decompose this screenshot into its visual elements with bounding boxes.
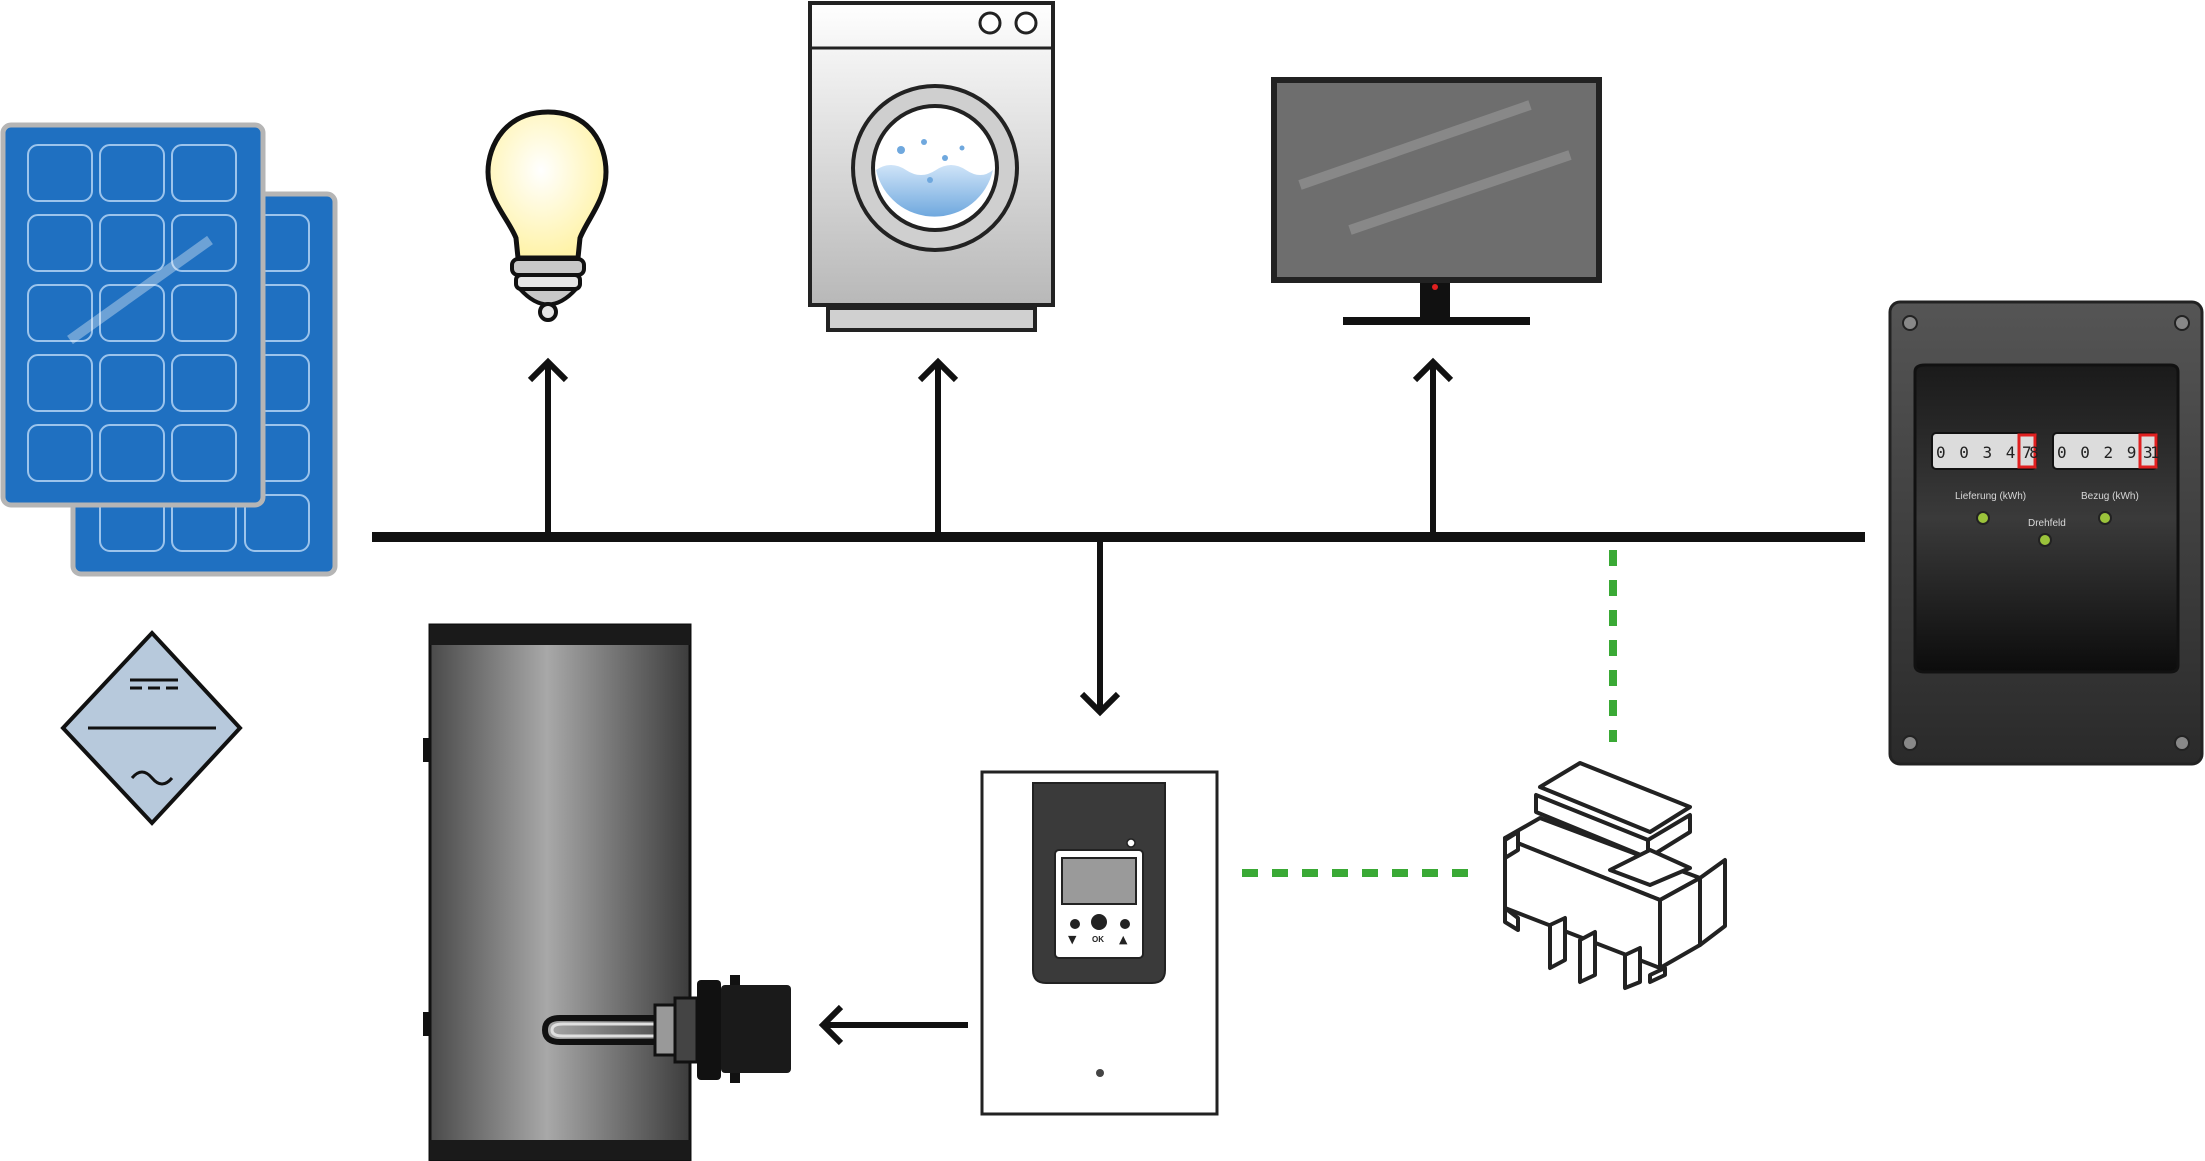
energy-meter-icon: 0 0 3 4 8 7 0 0 2 9 1 3 Lieferung (kWh) …: [1888, 300, 2204, 766]
television-icon: [1271, 77, 1602, 325]
inverter-symbol-icon: [60, 630, 243, 826]
controller-status-led: [1096, 1069, 1104, 1077]
meter-rotary-label: Drehfeld: [2028, 518, 2066, 529]
power-controller-icon: ▼ OK ▲: [980, 770, 1219, 1116]
arrow-to-light-bulb: [527, 357, 569, 537]
light-bulb-icon: [485, 109, 609, 322]
arrow-to-television: [1412, 357, 1454, 537]
solar-panel-icon: [0, 122, 338, 577]
controller-down-button[interactable]: ▼: [1068, 933, 1077, 946]
meter-import-digits: 0 0 2 9 1: [2057, 443, 2162, 462]
meter-import-last-digit: 3: [2143, 443, 2155, 462]
controller-up-button[interactable]: ▲: [1119, 933, 1128, 946]
meter-export-digits: 0 0 3 4 8: [1936, 443, 2041, 462]
meter-export-led: [1976, 511, 1990, 525]
meter-import-label: Bezug (kWh): [2081, 491, 2139, 502]
meter-export-last-digit: 7: [2022, 443, 2034, 462]
meter-import-led: [2098, 511, 2112, 525]
immersion-heater-icon: [541, 975, 791, 1083]
controller-ok-button[interactable]: OK: [1092, 935, 1104, 944]
meter-rotary-led: [2038, 533, 2052, 547]
hot-water-tank-icon: [423, 623, 791, 1161]
arrow-to-immersion-heater: [818, 1004, 968, 1046]
meter-export-label: Lieferung (kWh): [1955, 491, 2026, 502]
arrow-to-power-controller: [1079, 537, 1121, 717]
din-rail-module-icon: [1503, 761, 1727, 990]
arrow-to-washing-machine: [917, 357, 959, 537]
washing-machine-icon: [808, 1, 1055, 332]
